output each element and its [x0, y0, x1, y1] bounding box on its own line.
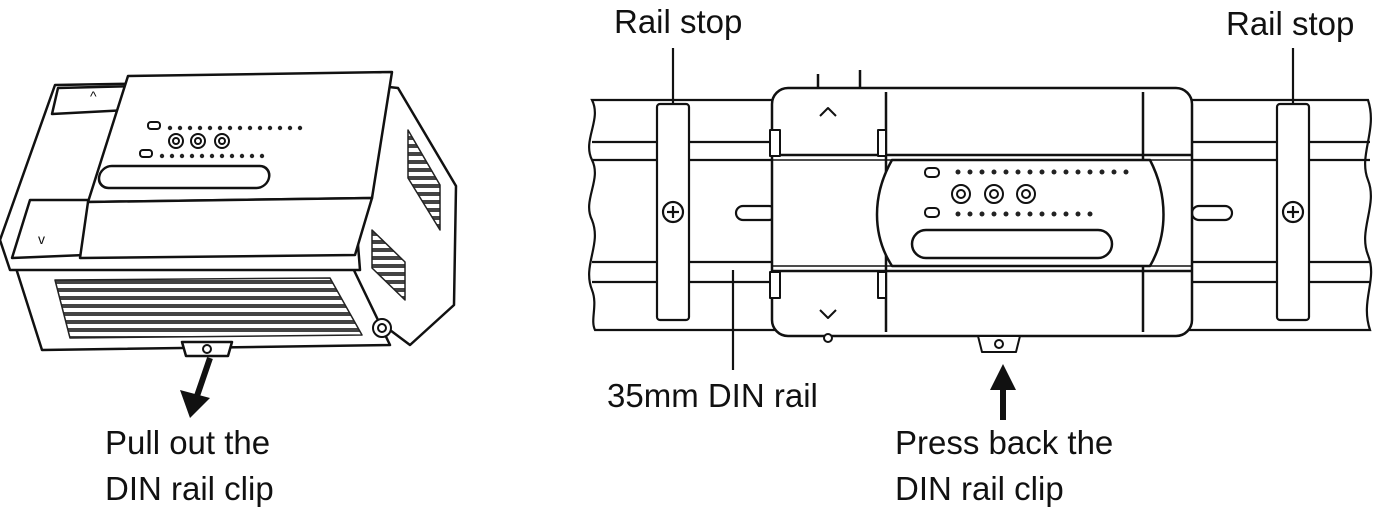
press-back-label-line1: Press back the: [895, 424, 1114, 461]
plc-front-view: [769, 70, 1194, 353]
pull-out-label-line1: Pull out the: [105, 424, 271, 461]
plc-front-led-rows: [955, 169, 1129, 217]
plc-led-rows: [159, 125, 303, 159]
plc-front-vents: [54, 277, 363, 339]
plc-front-knobs: [951, 184, 1036, 204]
din-rail-label: 35mm DIN rail: [607, 377, 818, 414]
pull-out-arrow: [180, 357, 213, 418]
svg-text:^: ^: [90, 88, 97, 104]
plc-knobs: [168, 133, 230, 149]
plc-perspective-view: ^ v: [0, 70, 458, 358]
pull-out-label-line2: DIN rail clip: [105, 470, 274, 507]
plc-center-lower: [78, 196, 374, 260]
rail-stop-right-shape: [1275, 48, 1311, 322]
plc-side-vents: [407, 129, 441, 231]
plc-side-vents-lower: [371, 229, 406, 301]
rail-stop-left-shape: [655, 48, 691, 322]
svg-text:v: v: [38, 231, 45, 247]
press-back-arrow: [990, 364, 1016, 420]
press-back-label-line2: DIN rail clip: [895, 470, 1064, 507]
rail-stop-left-label: Rail stop: [614, 3, 743, 40]
plc-indicator-oval: [97, 164, 271, 190]
rail-stop-right-label: Rail stop: [1226, 5, 1355, 42]
plc-front-indicator-oval: [910, 228, 1114, 260]
